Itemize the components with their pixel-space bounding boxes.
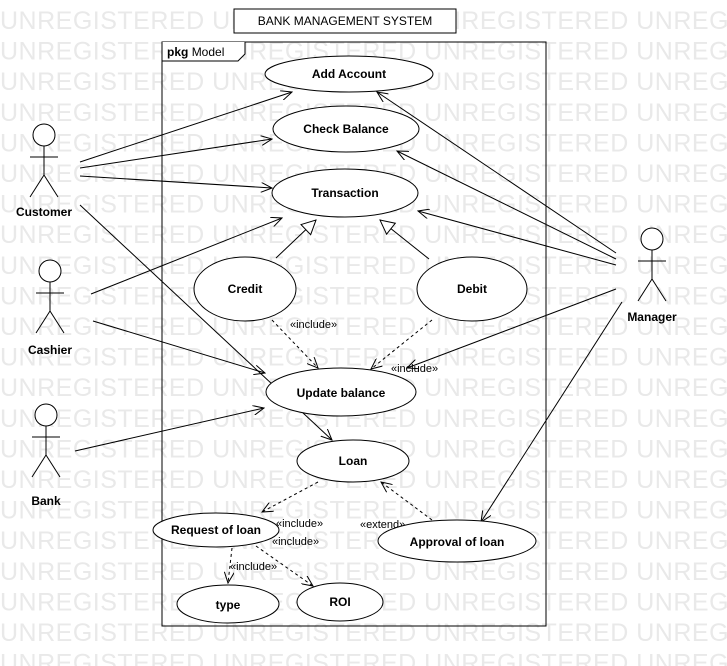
watermark-row: UNREGISTERED UNREGISTERED UNREGISTERED U… — [0, 282, 727, 310]
watermark-row: UNREGISTERED UNREGISTERED UNREGISTERED U… — [0, 558, 727, 586]
use-case-check-balance-label: Check Balance — [303, 122, 389, 136]
dependencies — [228, 319, 433, 586]
assoc-manager-update-balance — [407, 288, 617, 368]
actor-cashier-label: Cashier — [28, 343, 72, 357]
use-case-debit[interactable]: Debit — [416, 256, 528, 322]
include-label-debit: «include» — [391, 363, 438, 375]
actor-customer[interactable]: Customer — [16, 123, 72, 219]
use-case-type-label: type — [216, 598, 241, 612]
assoc-cashier-transaction — [90, 218, 282, 295]
use-case-credit[interactable]: Credit — [193, 256, 297, 322]
diagram-title-text: BANK MANAGEMENT SYSTEM — [258, 14, 432, 28]
use-case-transaction-label: Transaction — [311, 186, 378, 200]
use-case-loan[interactable]: Loan — [296, 439, 410, 483]
dep-approval-loan — [381, 482, 433, 521]
use-case-type[interactable]: type — [176, 584, 280, 624]
use-case-roi[interactable]: ROI — [296, 582, 384, 622]
dep-credit-update-balance — [271, 319, 318, 368]
watermark-layer: UNREGISTERED UNREGISTERED UNREGISTERED U… — [0, 7, 727, 666]
actor-bank[interactable]: Bank — [31, 403, 61, 508]
watermark-row: UNREGISTERED UNREGISTERED UNREGISTERED U… — [0, 527, 727, 555]
use-case-transaction[interactable]: Transaction — [271, 168, 419, 218]
actor-manager-figure-icon — [637, 227, 667, 302]
include-label-loan: «include» — [276, 518, 323, 530]
generalizations — [275, 220, 430, 260]
gen-credit-transaction — [275, 220, 316, 259]
assoc-customer-check-balance — [79, 139, 272, 169]
use-case-request-of-loan[interactable]: Request of loan — [152, 512, 280, 548]
use-cases: Add Account Check Balance Transaction Cr… — [152, 55, 537, 624]
dep-loan-request-of-loan — [262, 481, 319, 512]
actor-customer-label: Customer — [16, 205, 72, 219]
watermark-row: UNREGISTERED UNREGISTERED UNREGISTERED U… — [0, 619, 727, 647]
assoc-manager-transaction — [418, 211, 617, 266]
assoc-manager-approval-of-loan — [481, 301, 623, 522]
package-frame: pkg Model — [161, 41, 547, 627]
watermark-row: UNREGISTERED UNREGISTERED UNREGISTERED U… — [0, 344, 727, 372]
actor-bank-figure-icon — [31, 403, 61, 478]
use-case-add-account[interactable]: Add Account — [264, 55, 434, 93]
gen-debit-transaction — [380, 220, 430, 260]
use-case-credit-label: Credit — [228, 282, 263, 296]
assoc-customer-add-account — [79, 92, 292, 163]
package-keyword: pkg — [167, 45, 188, 59]
watermark-row: UNREGISTERED UNREGISTERED UNREGISTERED U… — [0, 497, 727, 525]
watermark-row: UNREGISTERED UNREGISTERED UNREGISTERED U… — [0, 252, 727, 280]
assoc-manager-check-balance — [397, 151, 617, 260]
use-case-check-balance[interactable]: Check Balance — [272, 105, 420, 153]
use-case-roi-label: ROI — [329, 595, 350, 609]
assoc-bank-update-balance — [74, 408, 264, 452]
actor-bank-label: Bank — [31, 494, 61, 508]
watermark-row: UNREGISTERED UNREGISTERED UNREGISTERED U… — [0, 221, 727, 249]
include-label-type: «include» — [230, 561, 277, 573]
assoc-customer-transaction — [79, 175, 272, 188]
use-case-approval-of-loan[interactable]: Approval of loan — [377, 519, 537, 563]
package-name: Model — [192, 45, 225, 59]
use-case-add-account-label: Add Account — [312, 67, 386, 81]
assoc-manager-add-account — [377, 92, 617, 254]
use-case-update-balance[interactable]: Update balance — [265, 367, 417, 417]
watermark-row: UNREGISTERED UNREGISTERED UNREGISTERED U… — [0, 313, 727, 341]
assoc-cashier-update-balance — [92, 320, 265, 373]
actors: Customer Cashier Bank — [16, 123, 677, 508]
use-case-debit-label: Debit — [457, 282, 487, 296]
actor-manager-label: Manager — [627, 310, 677, 324]
include-label-roi: «include» — [272, 536, 319, 548]
watermark-row: UNREGISTERED UNREGISTERED UNREGISTERED U… — [0, 650, 727, 666]
stereotype-labels: «include» «include» «include» «extend» «… — [230, 319, 438, 573]
include-label-credit: «include» — [290, 319, 337, 331]
use-case-approval-of-loan-label: Approval of loan — [410, 535, 505, 549]
dep-debit-update-balance — [371, 319, 433, 369]
actor-customer-figure-icon — [29, 123, 59, 198]
use-case-update-balance-label: Update balance — [297, 386, 386, 400]
use-case-request-of-loan-label: Request of loan — [171, 523, 261, 537]
diagram-title: BANK MANAGEMENT SYSTEM — [233, 8, 457, 34]
actor-cashier[interactable]: Cashier — [28, 259, 72, 357]
actor-cashier-figure-icon — [35, 259, 65, 334]
package-label: pkg Model — [167, 45, 224, 59]
actor-manager[interactable]: Manager — [627, 227, 677, 324]
use-case-loan-label: Loan — [339, 454, 368, 468]
